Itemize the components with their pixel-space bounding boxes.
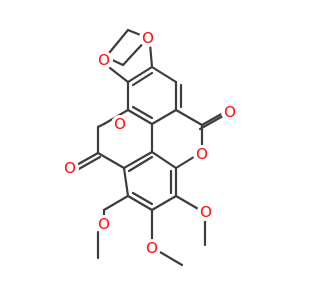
atom-label-background (139, 29, 157, 47)
oxygen-atom-label: O (114, 115, 126, 133)
bond-network (73, 28, 227, 267)
bond (127, 155, 154, 173)
oxygen-atom-label: O (224, 103, 236, 121)
molecular-structure-diagram: O O O O O O O O O (61, 28, 239, 267)
atom-label-background (197, 203, 215, 221)
bond (126, 194, 154, 212)
bond (108, 66, 130, 84)
bond (96, 122, 106, 129)
oxygen-atom-label: O (146, 239, 158, 257)
atom-label-background (95, 215, 113, 233)
oxygen-atom-label: O (64, 159, 76, 177)
bond (200, 110, 227, 127)
bond (174, 194, 202, 212)
atom-label-background (95, 51, 113, 69)
atom-label-background (193, 145, 211, 163)
bond (150, 194, 178, 212)
oxygen-atom-label: O (98, 215, 110, 233)
oxygen-atom-label: O (200, 203, 212, 221)
bond (131, 71, 154, 87)
bond (126, 108, 154, 126)
bond (73, 151, 100, 168)
atom-label-background (111, 115, 129, 133)
bond (150, 108, 178, 126)
bond (198, 114, 225, 131)
bond (150, 65, 178, 84)
atom-label-background (61, 159, 79, 177)
bond (102, 194, 130, 212)
bond (122, 150, 154, 170)
bond (150, 150, 178, 170)
oxygen-atom-label: O (142, 29, 154, 47)
atom-label-background (143, 239, 161, 257)
oxygen-atom-label: O (98, 51, 110, 69)
oxygen-atom-label: O (196, 145, 208, 163)
bond (148, 42, 154, 69)
bond (174, 108, 204, 127)
bond (75, 155, 102, 172)
bond (96, 151, 126, 170)
atom-label-background (221, 103, 239, 121)
bond (131, 105, 154, 120)
bond (122, 166, 130, 198)
bond (126, 65, 154, 84)
bond (131, 191, 154, 206)
atom-labels: O O O O O O O O O (61, 29, 239, 257)
bond (158, 250, 184, 267)
